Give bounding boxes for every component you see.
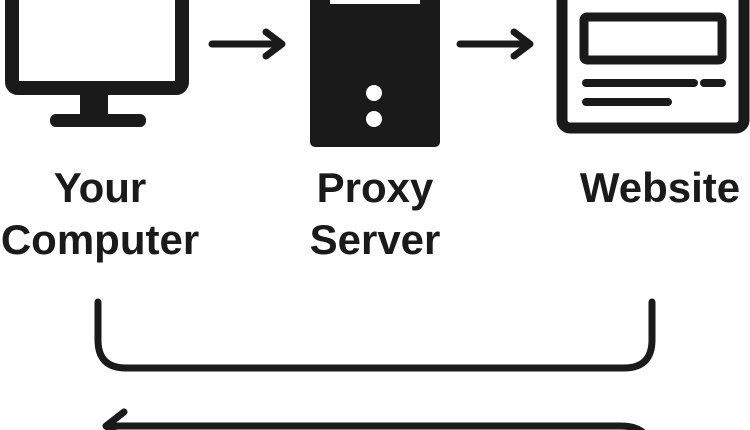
arrow-right-icon xyxy=(208,28,286,60)
label-line: Proxy xyxy=(316,164,434,211)
bracket-connector xyxy=(94,298,656,372)
label-website: Website xyxy=(540,162,750,214)
server-tower-icon xyxy=(310,0,440,147)
monitor-icon xyxy=(5,0,189,127)
return-arrow-left-icon xyxy=(102,408,646,430)
label-your-computer: Your Computer xyxy=(0,162,220,266)
label-line: Website xyxy=(579,164,741,211)
label-line: Server xyxy=(309,216,441,263)
label-proxy-server: Proxy Server xyxy=(255,162,495,266)
label-line: Your xyxy=(53,164,147,211)
webpage-icon xyxy=(556,0,750,134)
label-line: Computer xyxy=(0,216,200,263)
arrow-right-icon xyxy=(456,28,534,60)
